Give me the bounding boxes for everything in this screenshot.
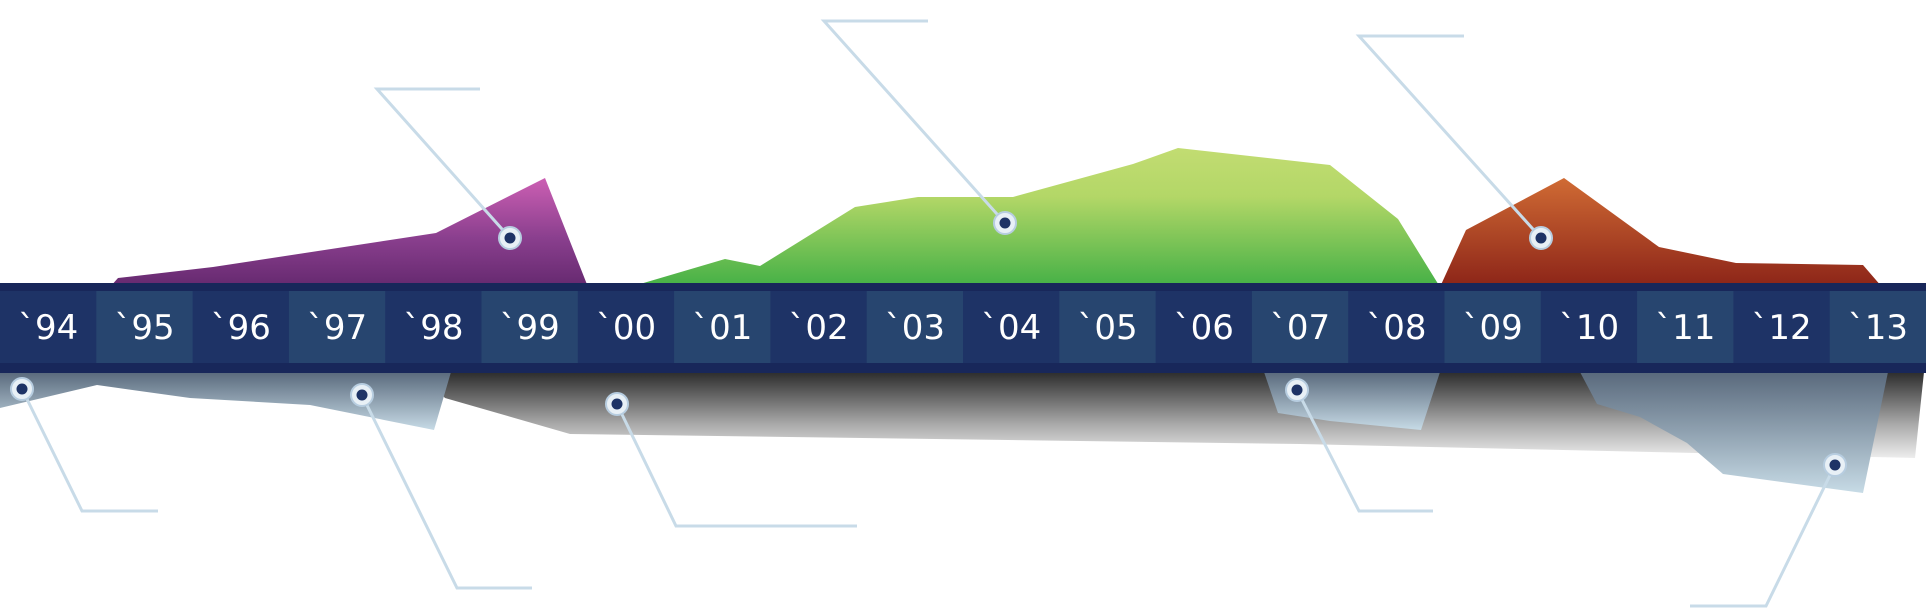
year-cell [1637,291,1734,363]
timeline-bar-top-edge [0,283,1926,291]
year-cell [385,291,482,363]
year-label: `03 [885,308,945,348]
year-cell [1059,291,1157,363]
year-label: `94 [18,308,78,348]
year-cell [770,291,868,363]
year-cell [1829,291,1926,363]
year-label: `01 [692,308,752,348]
year-label: `05 [1077,308,1137,348]
year-cell [1733,291,1831,363]
year-label: `02 [788,308,848,348]
area-orange [1440,178,1882,287]
year-label: `97 [307,308,367,348]
year-cell [1444,291,1542,363]
year-label: `12 [1751,308,1811,348]
marker-07[interactable] [1285,378,1309,402]
year-cell [1348,291,1445,363]
reflection-purple [0,372,451,430]
year-label: `00 [596,308,656,348]
leader-lines [20,19,1837,608]
year-label: `08 [1366,308,1426,348]
year-cell [674,291,771,363]
leader-line-orange [1355,34,1543,240]
year-label: `96 [211,308,271,348]
reflection-late [1580,372,1888,493]
year-cell [1540,291,1638,363]
leader-line-94 [20,388,158,513]
marker-green[interactable] [993,211,1017,235]
timeline-bar: `94 `95 `96 `97 `98 `99 `00 `01 `02 `03 `04 `05 `06 `… [0,291,1926,363]
marker-orange[interactable] [1529,226,1553,250]
markers [10,211,1847,477]
year-label: `06 [1174,308,1234,348]
year-cell [1251,291,1349,363]
year-cell [288,291,386,363]
year-cell [0,291,97,363]
leader-line-green [820,19,1007,225]
leader-line-07 [1295,389,1433,513]
area-green [630,148,1440,287]
year-cell [192,291,290,363]
year-label: `95 [114,308,174,348]
year-cell [577,291,675,363]
year-label: `04 [981,308,1041,348]
marker-97[interactable] [350,383,374,407]
year-cell [481,291,579,363]
year-label: `11 [1655,308,1715,348]
year-label: `10 [1559,308,1619,348]
reflection-shadow [420,372,1924,458]
marker-purple[interactable] [498,226,522,250]
marker-00[interactable] [605,392,629,416]
year-label: `13 [1848,308,1908,348]
year-label: `99 [500,308,560,348]
timeline-bar-bottom-edge [0,363,1926,373]
year-label: `07 [1270,308,1330,348]
year-cell [866,291,964,363]
leader-line-97 [360,394,532,590]
area-purple [110,178,588,287]
year-cell [1155,291,1253,363]
year-label: `09 [1463,308,1523,348]
marker-12[interactable] [1823,453,1847,477]
leader-line-purple [373,87,512,239]
year-cell [963,291,1060,363]
year-label: `98 [403,308,463,348]
leader-line-00 [615,403,857,528]
marker-94[interactable] [10,377,34,401]
leader-line-12 [1690,464,1837,608]
year-cell [96,291,194,363]
